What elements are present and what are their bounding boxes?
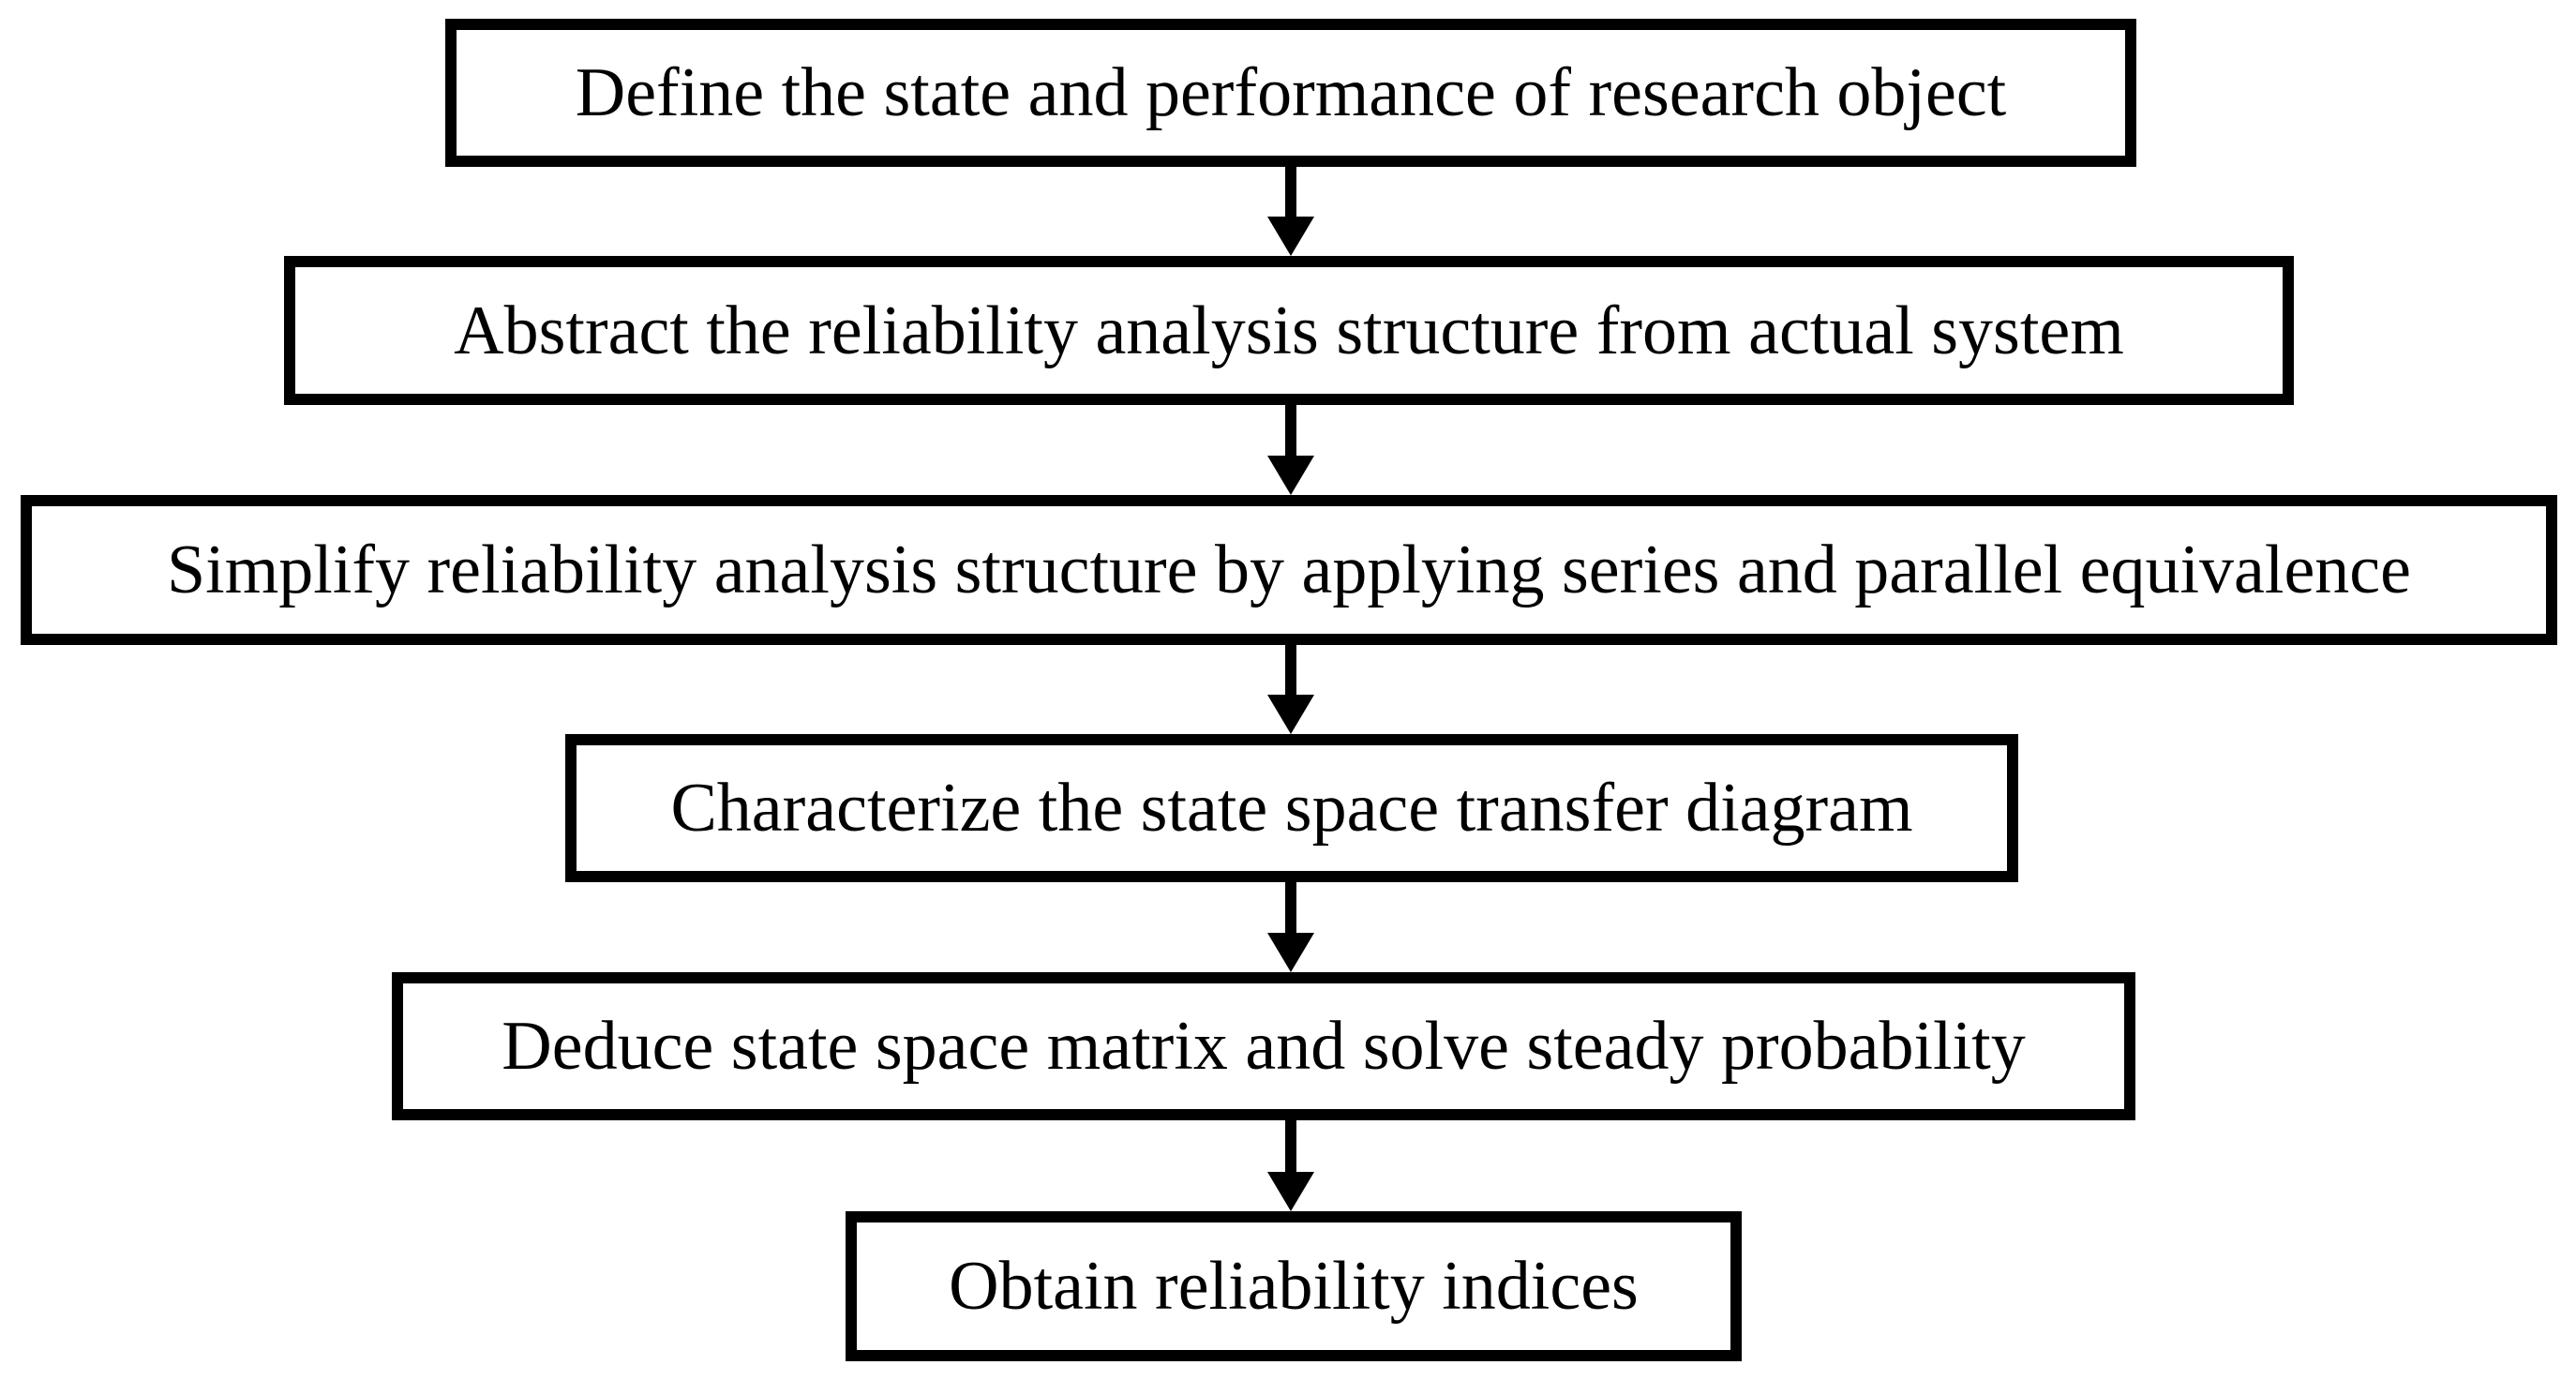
flow-step-3: Simplify reliability analysis structure … [21, 495, 2557, 645]
arrow-line [1285, 645, 1296, 697]
arrow-line [1285, 167, 1296, 218]
arrow-head-icon [1267, 1172, 1314, 1211]
flow-step-3-label: Simplify reliability analysis structure … [166, 532, 2411, 608]
flow-step-6-label: Obtain reliability indices [949, 1248, 1639, 1325]
arrow-head-icon [1267, 217, 1314, 256]
flow-step-4-label: Characterize the state space transfer di… [670, 770, 1913, 847]
flow-step-1-label: Define the state and performance of rese… [575, 54, 2007, 131]
flow-step-5-label: Deduce state space matrix and solve stea… [502, 1008, 2026, 1085]
arrow-line [1285, 882, 1296, 935]
flow-step-5: Deduce state space matrix and solve stea… [392, 972, 2135, 1120]
flow-step-2-label: Abstract the reliability analysis struct… [454, 292, 2124, 369]
flow-step-6: Obtain reliability indices [846, 1211, 1742, 1361]
arrow-line [1285, 1120, 1296, 1174]
arrow-line [1285, 405, 1296, 458]
arrow-head-icon [1267, 933, 1314, 972]
arrow-head-icon [1267, 695, 1314, 734]
flow-step-1: Define the state and performance of rese… [445, 19, 2136, 167]
flow-step-2: Abstract the reliability analysis struct… [284, 256, 2294, 405]
arrow-head-icon [1267, 456, 1314, 495]
flow-step-4: Characterize the state space transfer di… [565, 734, 2018, 882]
